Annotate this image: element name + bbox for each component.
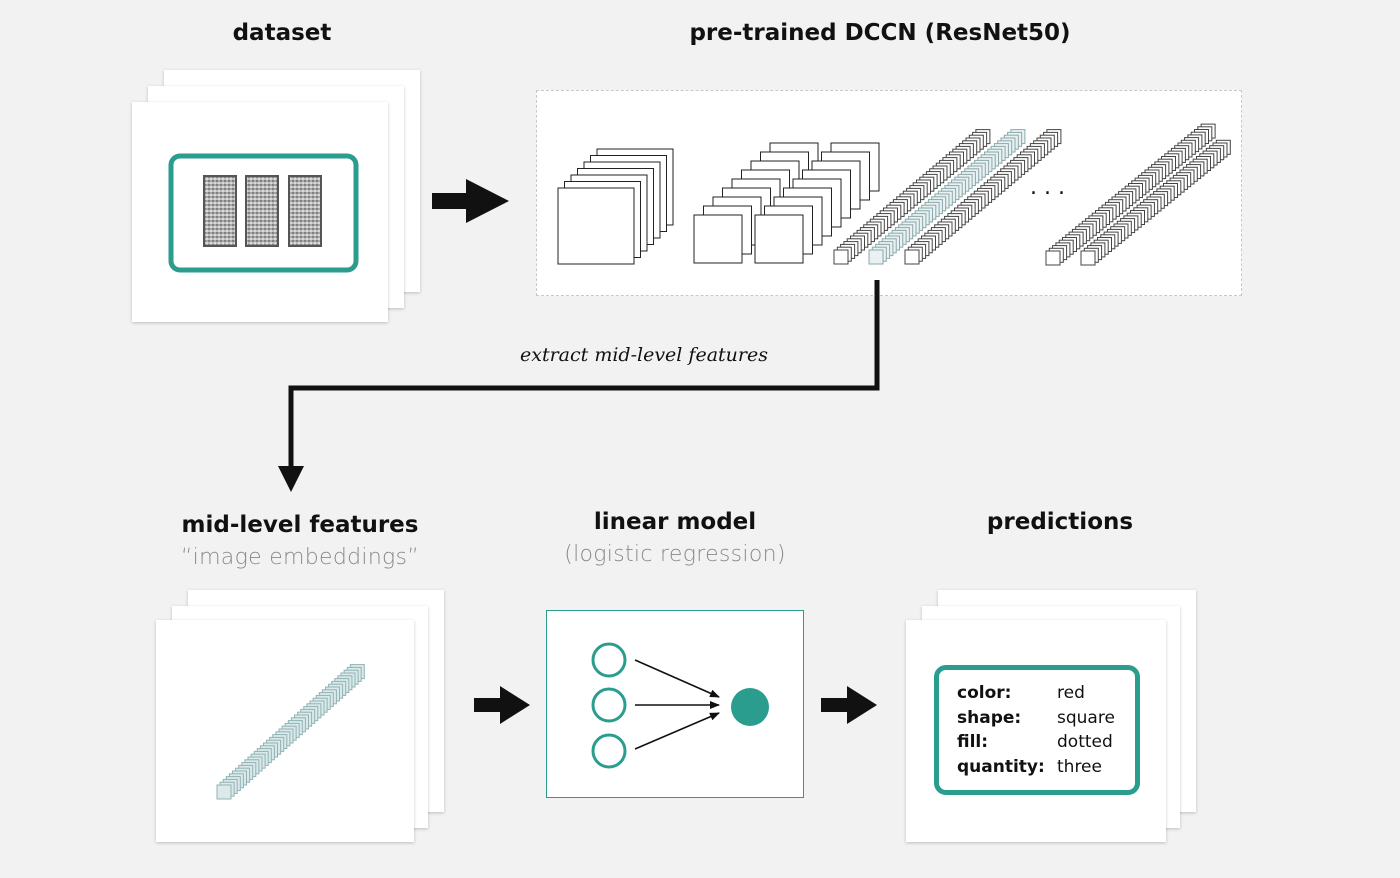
predictions-title: predictions <box>986 509 1134 535</box>
prediction-row-shape: shape: square <box>957 708 1115 728</box>
output-node <box>731 688 769 726</box>
prediction-row-quantity: quantity: three <box>957 757 1102 777</box>
linear-model-title: linear model <box>593 509 757 535</box>
dataset-title: dataset <box>232 20 332 46</box>
embedding-unit <box>216 784 232 800</box>
conv-layer <box>693 214 743 264</box>
input-node <box>591 733 627 769</box>
input-node <box>591 642 627 678</box>
prediction-value: dotted <box>1057 732 1113 752</box>
predictions-label-box: color: red shape: square fill: dotted quant… <box>934 665 1140 795</box>
deep-layer <box>904 249 920 265</box>
extract-features-arrow <box>278 280 880 492</box>
deep-layer <box>1080 250 1096 266</box>
conv-layer <box>557 187 635 265</box>
linear-model-subtitle: (logistic regression) <box>564 542 786 567</box>
conv-layer <box>754 214 804 264</box>
input-node <box>591 687 627 723</box>
features-title: mid-level features <box>181 512 419 538</box>
prediction-row-color: color: red <box>957 683 1085 703</box>
features-subtitle: “image embeddings” <box>180 545 420 570</box>
dccn-title: pre-trained DCCN (ResNet50) <box>689 20 1071 46</box>
prediction-key: color: <box>957 683 1012 703</box>
deep-layer <box>868 249 884 265</box>
extract-features-label: extract mid-level features <box>520 344 768 366</box>
linear-model-network <box>591 642 769 769</box>
arrow-dataset-to-dccn <box>432 179 509 223</box>
prediction-value: red <box>1057 683 1085 703</box>
prediction-key: quantity: <box>957 757 1045 777</box>
dccn-layers <box>557 123 1231 266</box>
dataset-sample-card <box>168 153 359 273</box>
arrow-linear-to-predictions <box>821 686 877 724</box>
deep-layer <box>1045 250 1061 266</box>
arrow-features-to-linear <box>474 686 530 724</box>
prediction-value: three <box>1057 757 1102 777</box>
dccn-ellipsis: . . . <box>1030 175 1065 200</box>
prediction-row-fill: fill: dotted <box>957 732 1113 752</box>
prediction-key: shape: <box>957 708 1022 728</box>
prediction-key: fill: <box>957 732 989 752</box>
prediction-value: square <box>1057 708 1115 728</box>
feature-embedding-vector <box>216 664 365 800</box>
deep-layer <box>833 249 849 265</box>
